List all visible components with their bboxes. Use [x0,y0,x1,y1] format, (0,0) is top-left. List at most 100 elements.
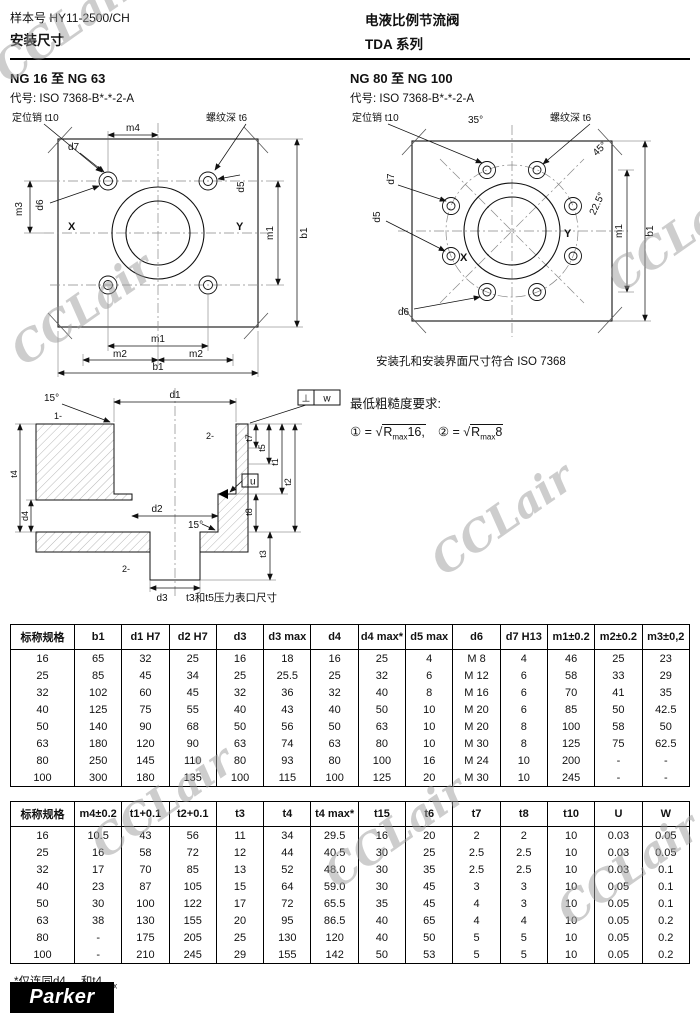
port-label-y: Y [564,228,572,240]
table-cell: 80 [357,735,406,752]
table-cell: 72 [168,844,217,861]
table-cell: 10 [499,769,548,787]
table-cell: 125 [357,769,406,787]
table-cell: 25 [215,667,264,684]
table-cell: 245 [546,769,595,787]
table-cell: 90 [121,718,170,735]
dimension-lines [27,132,300,376]
table-cell: 60 [121,684,170,701]
table-cell: 0.2 [641,912,690,929]
header-left: 样本号 HY11-2500/CH 安装尺寸 [10,9,365,53]
table-cell: 34 [263,826,311,844]
bolt-holes [442,161,582,301]
dimension-lines [17,399,298,591]
table-cell: 52 [263,861,311,878]
table-cell: 80 [36,931,49,944]
main-bore [111,186,205,280]
table-cell: 35 [405,861,453,878]
corner-break-marks [47,126,269,340]
column-header: W [641,801,690,827]
dim-label-t1: t1 [270,458,280,466]
table-cell: 43 [121,826,170,844]
table-cell: 32 [36,686,49,699]
table-cell: 25 [310,667,359,684]
table-cell: 50 [36,720,49,733]
column-header: t2+0.1 [168,801,217,827]
dim-label-d6: d6 [35,199,46,211]
table-cell: 5 [452,946,501,964]
table-cell: 250 [73,752,122,769]
table-cell: 4 [499,912,548,929]
table-cell: 65 [405,912,453,929]
table-cell: 17 [215,895,264,912]
table-cell: M 8 [452,649,501,667]
table-cell: - [594,769,643,787]
table-cell: 50 [357,701,406,718]
column-header: t4 max* [310,801,359,827]
table-cell: 100 [546,718,595,735]
dim-label-b1-vertical: b1 [299,227,310,239]
table-cell: 180 [121,769,170,787]
table-cell: 20 [215,912,264,929]
section-row: d1 15° ⊥ w u d2 15° d3 t3和t5压力表口尺寸 t7 t5… [0,379,700,614]
angle-label-45: 45° [591,140,609,158]
table-cell: 80 [36,754,49,767]
table-cell: 10 [405,735,453,752]
table-cell: 64 [263,878,311,895]
table-cell: 50 [36,897,49,910]
table-cell: 3 [499,878,548,895]
port-label-x: X [460,252,468,264]
column-header: t10 [546,801,595,827]
table-cell: 125 [73,701,122,718]
table-cell: 0.05 [594,912,643,929]
column-header: t1+0.1 [121,801,170,827]
table-cell: 40 [215,701,264,718]
table-cell: 180 [73,735,122,752]
table-cell: 5 [499,929,548,946]
column-header: d6 [452,624,501,650]
table-cell: - [73,929,122,946]
table-cell: 205 [168,929,217,946]
table-cell: 65.5 [310,895,359,912]
column-header: d2 H7 [168,624,217,650]
iso-code-large: 代号: ISO 7368-B*-*-2-A [350,93,474,105]
table-cell: 34 [168,667,217,684]
bolt-holes [98,171,218,295]
table-cell: 0.1 [641,861,690,878]
table-cell: 40 [310,701,359,718]
table-cell: 30 [73,895,122,912]
table-cell: 25 [168,649,217,667]
table-cell: 55 [168,701,217,718]
table-cell: 56 [168,826,217,844]
table-cell: 2.5 [452,844,501,861]
table-cell: - [641,752,690,769]
table-cell: - [73,946,122,964]
table-cell: 46 [546,649,595,667]
table-cell: 10 [546,946,595,964]
table-cell: 4 [452,895,501,912]
table-cell: 10 [546,929,595,946]
table-cell: 70 [121,861,170,878]
pin-label: 定位销 t10 [12,111,59,124]
table-cell: 145 [121,752,170,769]
table-cell: 10 [499,752,548,769]
formula-1-value: 16, [407,425,425,439]
table-cell: 210 [121,946,170,964]
table-cell: 0.05 [594,929,643,946]
table-cell: M 20 [452,718,501,735]
table-cell: 200 [546,752,595,769]
table-cell: 2.5 [452,861,501,878]
table-cell: 45 [405,895,453,912]
port-label-y: Y [236,221,244,233]
table-cell: 10 [405,701,453,718]
table-cell: 245 [168,946,217,964]
page-title: 安装尺寸 [10,33,64,48]
table-cell: 102 [73,684,122,701]
drawing-column-large: NG 80 至 NG 100 代号: ISO 7368-B*-*-2-A [350,68,690,379]
page-header: 样本号 HY11-2500/CH 安装尺寸 电液比例节流阀 TDA 系列 [0,0,700,53]
table-cell: 16 [357,826,406,844]
